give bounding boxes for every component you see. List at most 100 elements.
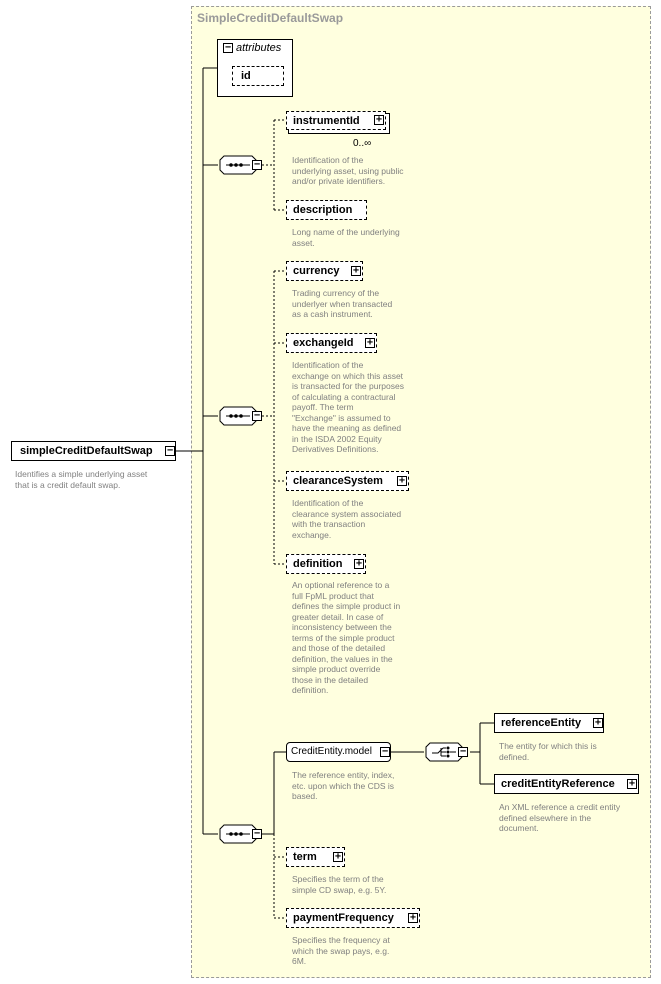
plus-icon[interactable]: + xyxy=(333,851,343,862)
doc-line: An XML reference a credit entity xyxy=(499,802,621,812)
doc-line: Derivatives Definitions. xyxy=(292,444,379,454)
doc-line: asset. xyxy=(292,237,315,248)
minus-icon[interactable]: − xyxy=(165,445,175,456)
minus-icon[interactable]: − xyxy=(252,159,262,170)
doc-line: exchange on which this asset xyxy=(292,370,404,381)
doc-line: defined elsewhere in the xyxy=(499,812,592,823)
element-clearanceSystem[interactable]: clearanceSystem xyxy=(286,471,409,491)
plus-icon[interactable]: + xyxy=(374,114,384,125)
doc-line: document. xyxy=(499,823,539,833)
element-name: creditEntityReference xyxy=(501,778,615,790)
doc-line: Long name of the underlying xyxy=(292,227,400,237)
plus-icon[interactable]: + xyxy=(627,778,637,789)
element-term[interactable]: term xyxy=(286,847,345,867)
definition-doc: An optional reference to a full FpML pro… xyxy=(292,580,417,696)
element-instrumentId[interactable]: instrumentId xyxy=(286,111,386,130)
root-element[interactable]: simpleCreditDefaultSwap xyxy=(11,441,176,461)
doc-line: and/or private identifiers. xyxy=(292,176,386,186)
minus-icon[interactable]: − xyxy=(380,746,390,757)
element-definition[interactable]: definition xyxy=(286,554,366,574)
doc-line: as a cash instrument. xyxy=(292,309,373,319)
doc-line: greater detail. In case of xyxy=(292,611,384,622)
element-referenceEntity[interactable]: referenceEntity xyxy=(494,713,604,733)
doc-line: definition, the values in the xyxy=(292,653,393,664)
frame-title: SimpleCreditDefaultSwap xyxy=(197,11,344,25)
plus-icon[interactable]: + xyxy=(593,717,603,728)
element-name: paymentFrequency xyxy=(293,912,394,924)
element-name: exchangeId xyxy=(293,337,354,349)
plus-icon[interactable]: + xyxy=(408,912,418,923)
root-doc: Identifies a simple underlying asset tha… xyxy=(15,469,175,490)
doc-line: Specifies the term of the xyxy=(292,874,384,884)
element-description[interactable]: description xyxy=(286,200,367,220)
complex-type-frame xyxy=(191,6,651,978)
element-name: definition xyxy=(293,558,343,570)
doc-line: etc. upon which the CDS is xyxy=(292,780,395,791)
minus-icon[interactable]: − xyxy=(458,746,468,757)
doc-line: of calculating a contractural xyxy=(292,391,396,402)
term-doc: Specifies the term of the simple CD swap… xyxy=(292,874,417,895)
attribute-id[interactable]: id xyxy=(232,66,284,86)
choice-icon[interactable] xyxy=(424,742,470,764)
doc-line: definition. xyxy=(292,685,329,695)
element-creditEntityReference[interactable]: creditEntityReference xyxy=(494,774,639,794)
plus-icon[interactable]: + xyxy=(365,337,375,348)
group-name: CreditEntity.model xyxy=(291,746,372,757)
doc-line: terms of the simple product xyxy=(292,632,395,643)
plus-icon[interactable]: + xyxy=(351,265,361,276)
minus-icon[interactable]: − xyxy=(223,42,233,53)
element-name: currency xyxy=(293,265,340,277)
doc-line: Identification of the xyxy=(292,498,364,508)
creditEntityModel-doc: The reference entity, index, etc. upon w… xyxy=(292,770,417,802)
clearanceSystem-doc: Identification of the clearance system a… xyxy=(292,498,417,540)
doc-line: in the ISDA 2002 Equity xyxy=(292,433,382,444)
doc-line: An optional reference to a xyxy=(292,580,390,590)
currency-doc: Trading currency of the underlyer when t… xyxy=(292,288,417,320)
doc-line: underlyer when transacted xyxy=(292,298,393,309)
multiplicity: 0..∞ xyxy=(353,138,372,149)
doc-line: defines the simple product in xyxy=(292,601,401,611)
instrumentId-doc: Identification of the underlying asset, … xyxy=(292,155,417,187)
doc-line: underlying asset, using public xyxy=(292,165,404,176)
element-name: term xyxy=(293,851,317,863)
doc-line: Specifies the frequency at xyxy=(292,935,390,945)
sequence-icon[interactable] xyxy=(218,155,264,177)
plus-icon[interactable]: + xyxy=(354,558,364,569)
element-paymentFrequency[interactable]: paymentFrequency xyxy=(286,908,420,928)
root-element-name: simpleCreditDefaultSwap xyxy=(20,445,153,457)
group-creditEntityModel[interactable]: CreditEntity.model xyxy=(286,742,391,762)
description-doc: Long name of the underlying asset. xyxy=(292,227,417,248)
doc-line: The reference entity, index, xyxy=(292,770,395,780)
doc-line: Identification of the xyxy=(292,360,364,370)
sequence-icon[interactable] xyxy=(218,406,264,428)
sequence-icon[interactable] xyxy=(218,824,264,846)
doc-line: Identifies a simple underlying asset xyxy=(15,469,148,479)
doc-line: clearance system associated xyxy=(292,508,402,519)
doc-line: The entity for which this is xyxy=(499,741,597,751)
paymentFrequency-doc: Specifies the frequency at which the swa… xyxy=(292,935,417,967)
plus-icon[interactable]: + xyxy=(397,475,407,486)
doc-line: simple CD swap, e.g. 5Y. xyxy=(292,884,387,895)
doc-line: full FpML product that xyxy=(292,590,374,601)
element-name: referenceEntity xyxy=(501,717,582,729)
doc-line: based. xyxy=(292,791,318,801)
doc-line: "Exchange" is assumed to xyxy=(292,412,391,423)
minus-icon[interactable]: − xyxy=(252,410,262,421)
doc-line: and those of the detailed xyxy=(292,643,386,653)
doc-line: with the transaction xyxy=(292,519,366,529)
element-currency[interactable]: currency xyxy=(286,261,363,281)
doc-line: Trading currency of the xyxy=(292,288,380,298)
doc-line: payoff. The term xyxy=(292,402,354,412)
element-name: description xyxy=(293,204,353,216)
doc-line: Identification of the xyxy=(292,155,364,165)
minus-icon[interactable]: − xyxy=(252,828,262,839)
doc-line: exchange. xyxy=(292,529,332,540)
doc-line: 6M. xyxy=(292,956,307,966)
element-name: instrumentId xyxy=(293,115,360,127)
doc-line: that is a credit default swap. xyxy=(15,479,121,490)
doc-line: those in the detailed xyxy=(292,674,369,685)
element-exchangeId[interactable]: exchangeId xyxy=(286,333,377,353)
doc-line: inconsistency between the xyxy=(292,622,392,632)
